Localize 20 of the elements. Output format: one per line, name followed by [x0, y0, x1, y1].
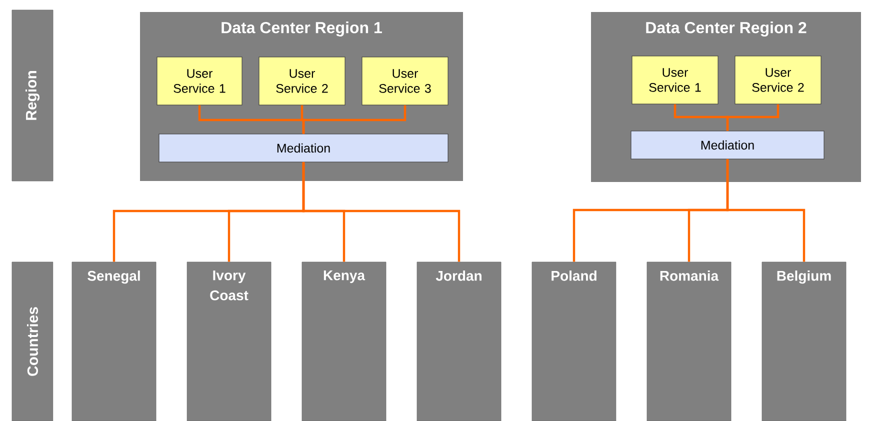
mediation-bar: Mediation — [158, 134, 448, 162]
service-box: User Service 2 — [258, 56, 346, 106]
country-box: Senegal — [72, 262, 156, 421]
connector-line — [726, 159, 806, 262]
service-box: User Service 1 — [156, 56, 242, 106]
row-label-band: Region — [12, 10, 54, 182]
connector-line — [726, 104, 780, 131]
country-box: Belgium — [762, 262, 846, 421]
service-box: User Service 1 — [632, 56, 718, 104]
mediation-bar: Mediation — [630, 130, 824, 160]
country-box: Romania — [646, 262, 732, 421]
connector-line — [302, 105, 406, 134]
country-box: Poland — [532, 262, 616, 421]
country-box: Ivory Coast — [186, 262, 272, 421]
service-box: User Service 2 — [734, 56, 822, 104]
country-box: Jordan — [416, 262, 502, 421]
service-box: User Service 3 — [362, 56, 448, 106]
connector-line — [302, 162, 460, 262]
row-label-band: Countries — [12, 262, 54, 421]
country-box: Kenya — [302, 262, 386, 421]
